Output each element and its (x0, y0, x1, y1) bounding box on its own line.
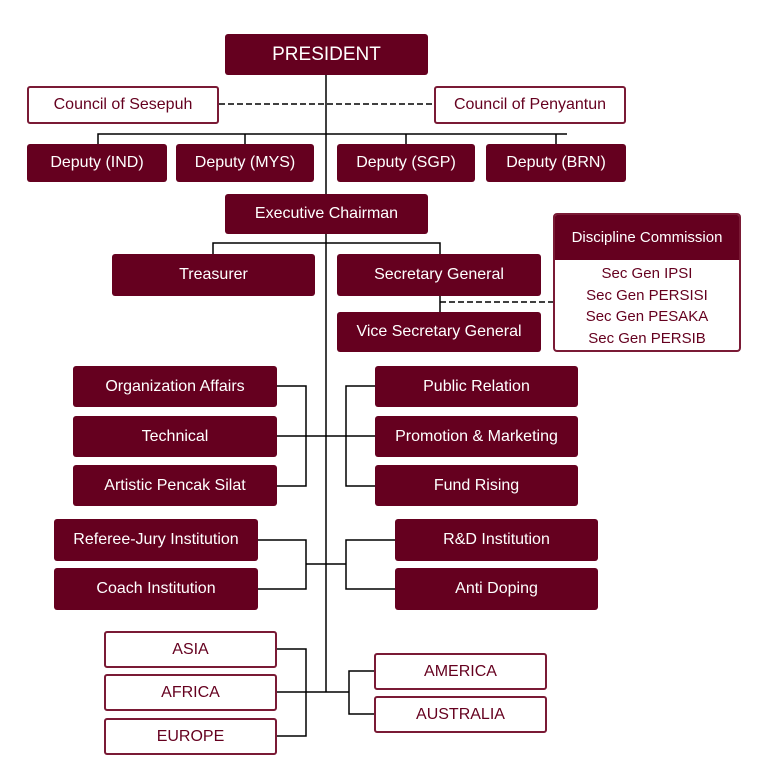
right-region-bracket (348, 670, 374, 715)
deputy-ind-box: Deputy (IND) (27, 144, 167, 182)
president-box: PRESIDENT (225, 34, 428, 75)
rnd-institution-box: R&D Institution (395, 519, 598, 561)
treasurer-box: Treasurer (112, 254, 315, 296)
deputy-sgp-box: Deputy (SGP) (337, 144, 475, 182)
referee-jury-institution-box: Referee-Jury Institution (54, 519, 258, 561)
deputy-mys-box: Deputy (MYS) (176, 144, 314, 182)
technical-box: Technical (73, 416, 277, 457)
region-america-box: AMERICA (374, 653, 547, 690)
organization-affairs-box: Organization Affairs (73, 366, 277, 407)
region-asia-box: ASIA (104, 631, 277, 668)
discipline-member: Sec Gen PERSIB (588, 329, 706, 347)
promotion-marketing-box: Promotion & Marketing (375, 416, 578, 457)
council-penyantun-box: Council of Penyantun (434, 86, 626, 124)
discipline-member: Sec Gen PERSISI (586, 286, 708, 304)
deputy-brn-box: Deputy (BRN) (486, 144, 626, 182)
deputy-branch (97, 133, 567, 144)
discipline-commission-box: Discipline Commission Sec Gen IPSI Sec G… (553, 213, 741, 352)
secretary-general-box: Secretary General (337, 254, 541, 296)
executive-chairman-box: Executive Chairman (225, 194, 428, 234)
right-dept-bracket (345, 385, 375, 487)
vice-secretary-general-box: Vice Secretary General (337, 312, 541, 352)
region-europe-box: EUROPE (104, 718, 277, 755)
artistic-pencak-silat-box: Artistic Pencak Silat (73, 465, 277, 506)
public-relation-box: Public Relation (375, 366, 578, 407)
fund-rising-box: Fund Rising (375, 465, 578, 506)
left-inst-bracket (258, 539, 307, 590)
region-africa-box: AFRICA (104, 674, 277, 711)
coach-institution-box: Coach Institution (54, 568, 258, 610)
right-inst-bracket (345, 539, 395, 590)
council-sesepuh-box: Council of Sesepuh (27, 86, 219, 124)
region-australia-box: AUSTRALIA (374, 696, 547, 733)
discipline-member: Sec Gen PESAKA (585, 308, 709, 325)
discipline-member: Sec Gen IPSI (601, 265, 693, 282)
anti-doping-box: Anti Doping (395, 568, 598, 610)
exec-branch (212, 242, 441, 254)
discipline-commission-title: Discipline Commission (555, 215, 739, 260)
